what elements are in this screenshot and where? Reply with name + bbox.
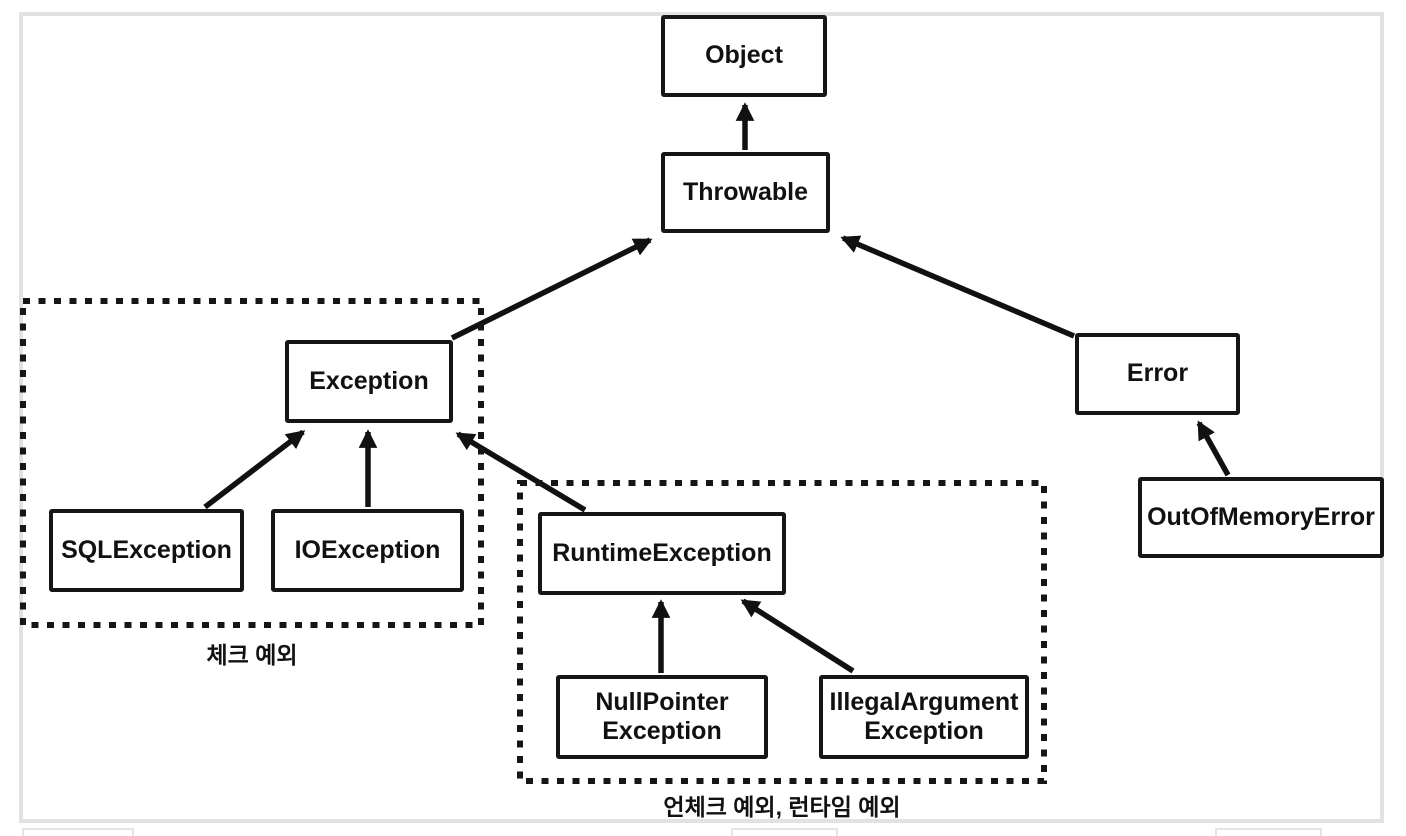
node-runtimeexception: RuntimeException (538, 512, 786, 595)
node-runtimeexception-label: RuntimeException (552, 538, 772, 567)
node-nullpointerexception: NullPointer Exception (556, 675, 768, 759)
node-nullpointerexception-label-line1: NullPointer (595, 687, 729, 716)
group-box-unchecked-exceptions (517, 480, 1047, 784)
edge-error-throwable (840, 235, 1076, 339)
node-outofmemoryerror-label: OutOfMemoryError (1147, 502, 1375, 531)
node-error-label: Error (1126, 359, 1189, 388)
edge-outofmemoryerror-error (1196, 420, 1231, 477)
node-outofmemoryerror: OutOfMemoryError (1138, 477, 1384, 558)
node-ioexception-label: IOException (294, 535, 441, 564)
edge-illegalargument-runtimeexception (740, 598, 855, 674)
edge-sqlexception-exception (203, 429, 306, 510)
node-error: Error (1075, 333, 1240, 415)
group-label-unchecked-exceptions: 언체크 예외, 런타임 예외 (663, 794, 901, 820)
node-illegalargumentexception-label-line2: Exception (864, 717, 984, 745)
node-nullpointerexception-label-line2: Exception (602, 717, 722, 745)
node-object: Object (661, 15, 827, 97)
edge-runtimeexception-exception (455, 431, 587, 513)
group-label-checked-exceptions: 체크 예외 (206, 642, 298, 668)
node-exception: Exception (285, 340, 453, 423)
edge-exception-throwable (450, 237, 653, 341)
node-object-label: Object (705, 41, 783, 70)
node-illegalargumentexception-label-line1: IllegalArgument (829, 687, 1019, 716)
node-ioexception: IOException (271, 509, 464, 592)
node-throwable: Throwable (661, 152, 830, 233)
node-illegalargumentexception: IllegalArgument Exception (819, 675, 1029, 759)
node-throwable-label: Throwable (682, 177, 808, 206)
node-sqlexception-label: SQLException (61, 535, 232, 564)
group-box-checked-exceptions (20, 298, 484, 628)
node-exception-label: Exception (309, 366, 429, 395)
node-sqlexception: SQLException (49, 509, 244, 592)
